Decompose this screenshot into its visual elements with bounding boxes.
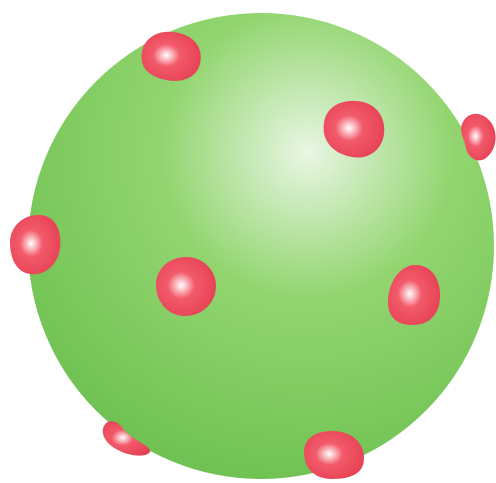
spot-center — [156, 257, 216, 316]
spot-top-left — [142, 32, 201, 81]
green-sphere — [28, 13, 494, 479]
